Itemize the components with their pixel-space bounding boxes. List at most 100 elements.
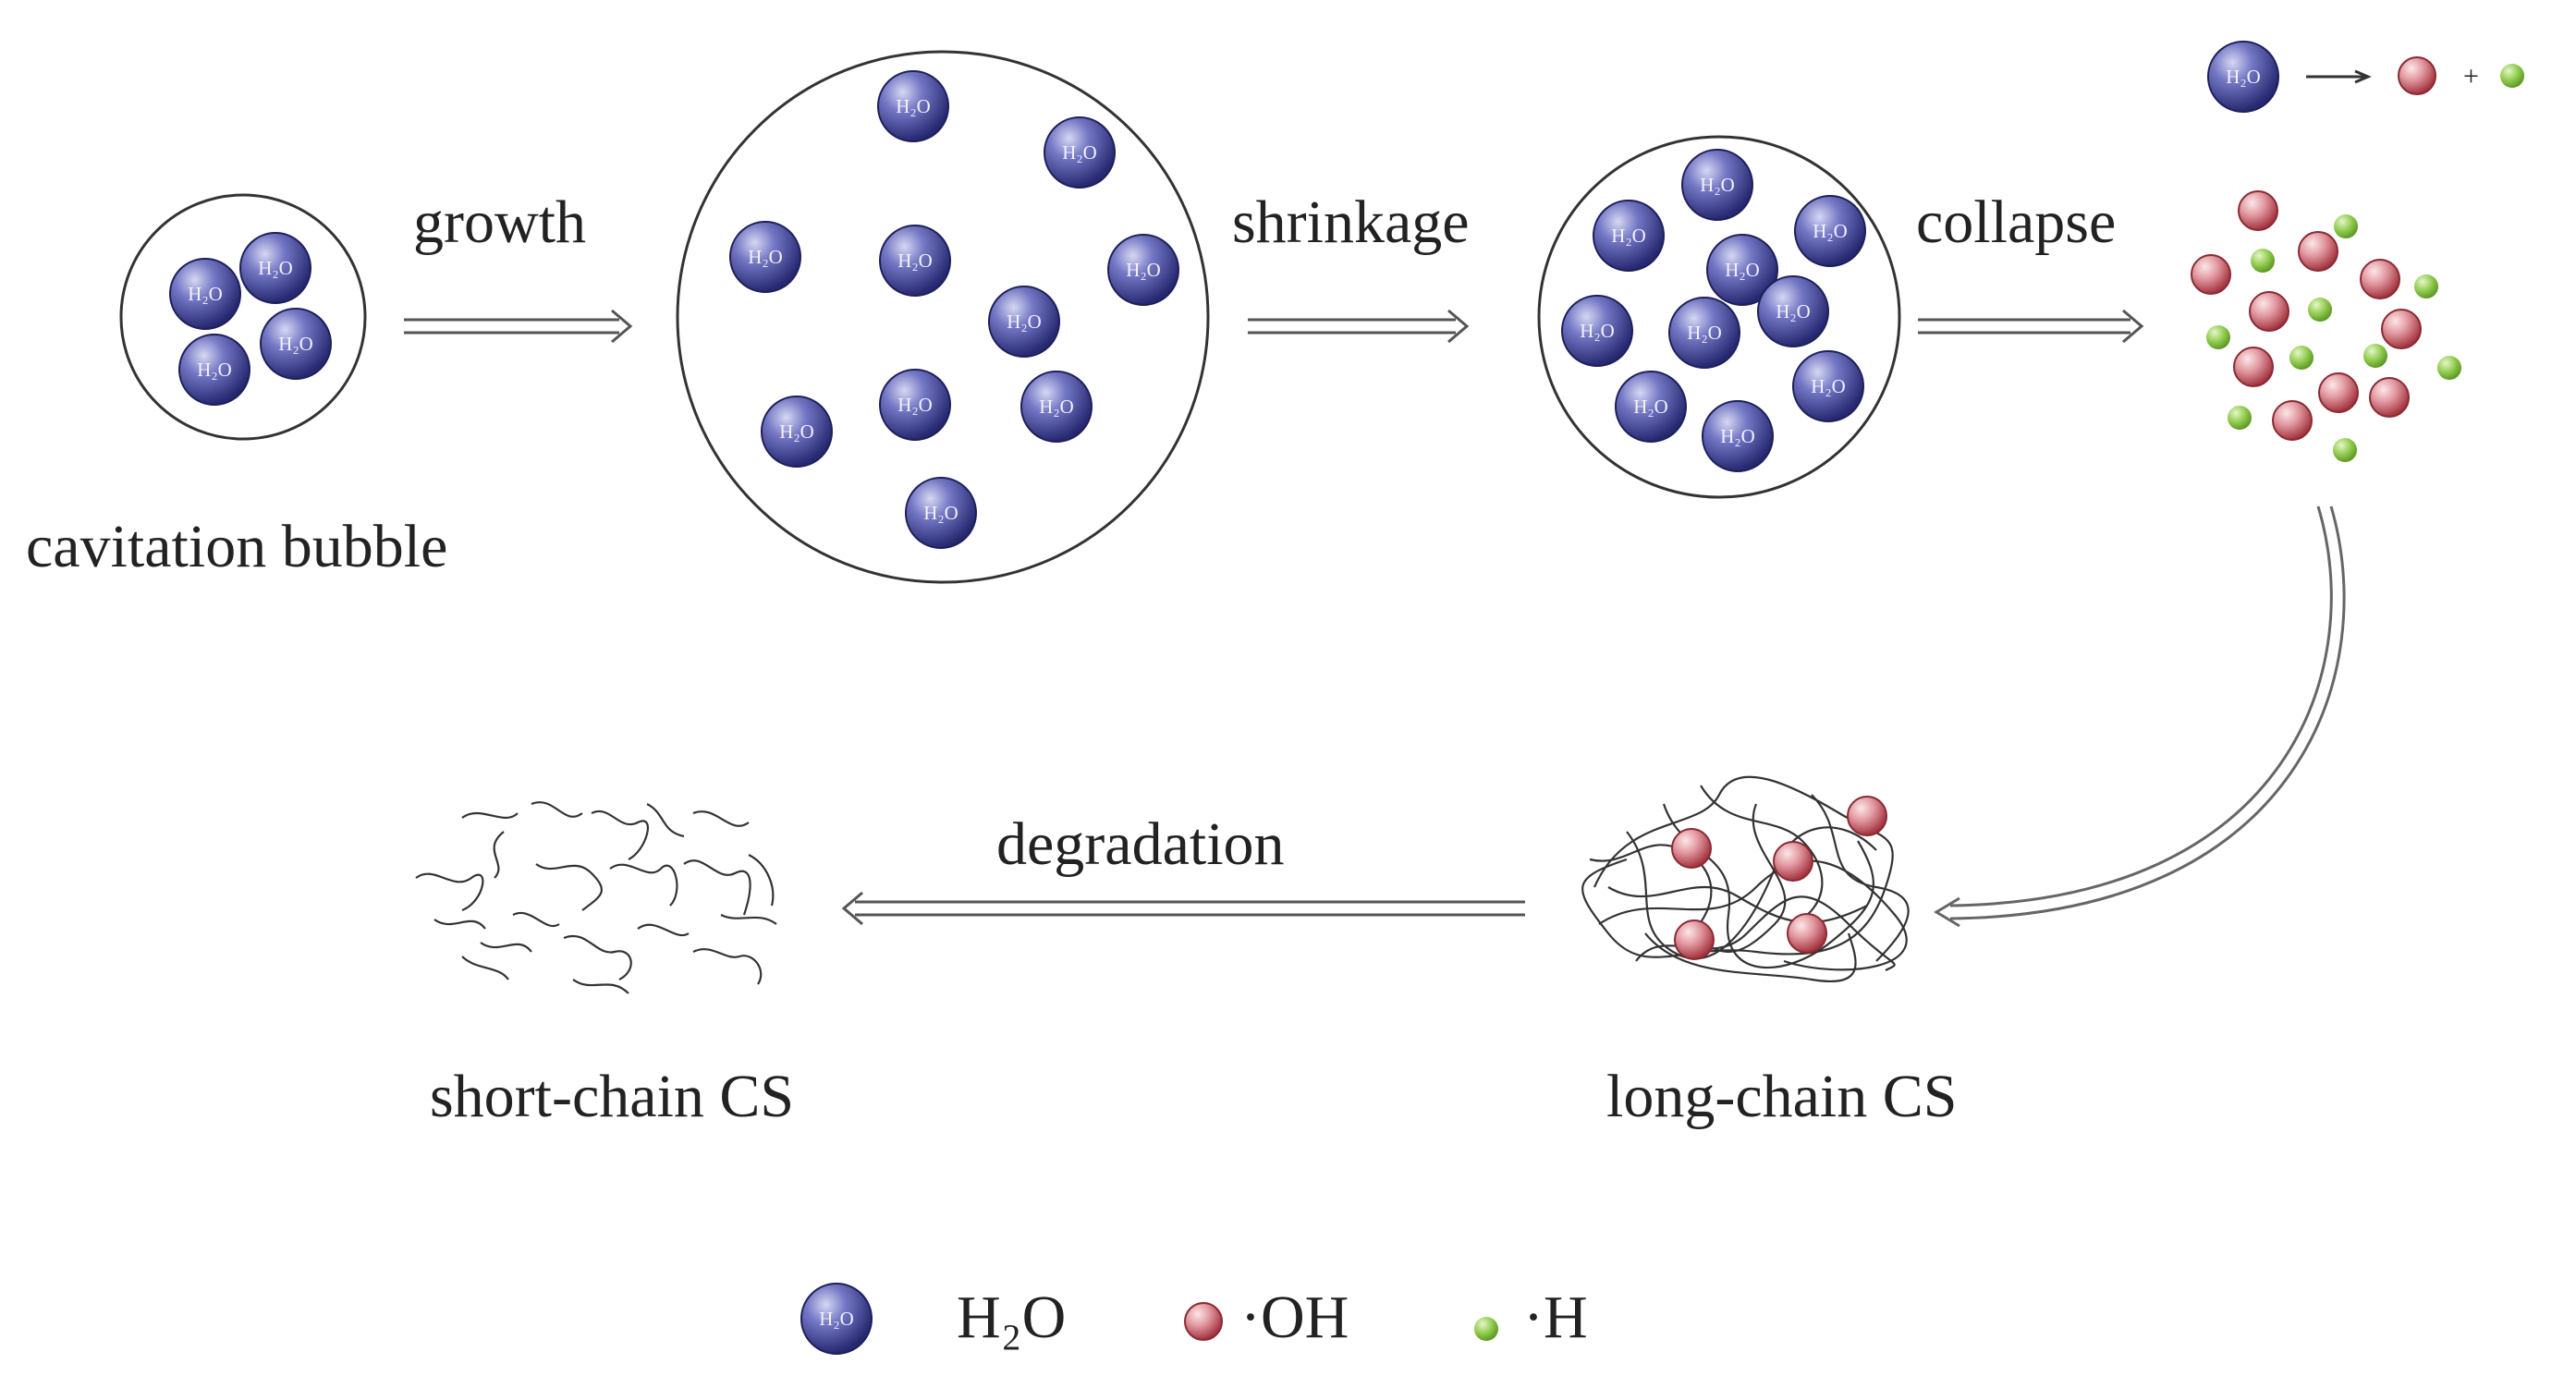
water-molecule: H₂O xyxy=(169,258,241,330)
legend-hydroxyl-icon xyxy=(1184,1302,1223,1341)
water-molecule-label: H₂O xyxy=(278,333,312,355)
reaction-water-icon: H₂O xyxy=(2207,41,2279,113)
bubble-initial xyxy=(119,193,367,441)
label-cavitation-bubble: cavitation bubble xyxy=(26,513,447,580)
water-molecule: H₂O xyxy=(1593,200,1665,272)
water-molecule-label: H₂O xyxy=(1039,396,1073,418)
legend-hydrogen-label: ·H xyxy=(1523,1284,1588,1351)
legend: H₂O H₂O ·OH ·H xyxy=(800,1283,1588,1355)
water-molecule-label: H₂O xyxy=(1126,259,1160,281)
water-molecule-label: H₂O xyxy=(258,257,292,279)
arrow-curved-down xyxy=(1934,505,2346,928)
water-molecule: H₂O xyxy=(988,286,1060,358)
hydroxyl-radical xyxy=(1847,796,1887,836)
water-molecule-label: H₂O xyxy=(1633,396,1667,418)
hydroxyl-radical xyxy=(2272,400,2313,441)
water-molecule-label: H₂O xyxy=(1007,310,1041,333)
water-molecule-label: H₂O xyxy=(779,420,813,443)
label-degradation: degradation xyxy=(996,810,1285,878)
legend-water-label: H₂O xyxy=(957,1284,1066,1351)
hydroxyl-radical xyxy=(2360,259,2400,299)
water-molecule: H₂O xyxy=(729,221,801,293)
bubble-shrunk xyxy=(1537,135,1901,499)
arrow-collapse xyxy=(1918,309,2144,344)
dissociation-reaction: H₂O + xyxy=(2207,41,2524,113)
water-molecule: H₂O xyxy=(1702,400,1774,472)
hydroxyl-radical xyxy=(2369,377,2410,418)
legend-hydrogen-icon xyxy=(1474,1317,1498,1341)
water-molecule: H₂O xyxy=(1668,297,1740,369)
water-molecule: H₂O xyxy=(1757,275,1829,347)
hydrogen-radical xyxy=(2228,406,2252,430)
water-molecule-label: H₂O xyxy=(1062,141,1096,164)
water-molecule-label: H₂O xyxy=(897,250,932,272)
water-molecule-label: H₂O xyxy=(1811,375,1845,397)
water-molecule-label: H₂O xyxy=(923,502,958,524)
water-molecule-label: H₂O xyxy=(897,394,932,416)
water-molecule: H₂O xyxy=(239,232,311,304)
legend-water-molecule: H₂O xyxy=(800,1283,873,1355)
water-molecule: H₂O xyxy=(260,308,332,380)
hydrogen-radical xyxy=(2363,344,2387,368)
hydroxyl-radical xyxy=(1773,841,1813,882)
hydrogen-radical xyxy=(2334,214,2358,238)
water-molecule-label: H₂O xyxy=(1611,225,1645,247)
label-shrinkage: shrinkage xyxy=(1232,189,1470,256)
water-molecule: H₂O xyxy=(1794,195,1866,267)
label-long-chain-cs: long-chain CS xyxy=(1606,1063,1957,1130)
water-molecule: H₂O xyxy=(1615,371,1687,443)
legend-water-icon: H₂O xyxy=(800,1283,873,1355)
short-chain-cs-graphic xyxy=(415,801,777,994)
hydrogen-radical xyxy=(2251,249,2275,273)
water-molecule-label: H₂O xyxy=(1720,425,1754,447)
hydrogen-radical xyxy=(2414,274,2438,298)
label-collapse: collapse xyxy=(1916,189,2116,256)
hydroxyl-radical xyxy=(2249,291,2289,332)
hydroxyl-radical xyxy=(2298,231,2338,272)
hydroxyl-radical xyxy=(1674,919,1715,960)
water-molecule-label: H₂O xyxy=(1580,320,1614,342)
water-molecule-label: H₂O xyxy=(819,1308,853,1330)
water-molecule-label: H₂O xyxy=(188,283,222,305)
hydroxyl-radical xyxy=(1671,828,1712,869)
water-molecule: H₂O xyxy=(1044,116,1116,189)
hydroxyl-radical xyxy=(2318,372,2359,413)
arrow-degradation xyxy=(841,891,1525,926)
water-molecule-label: H₂O xyxy=(1700,174,1734,196)
hydrogen-radical xyxy=(2206,325,2230,349)
water-molecules: H₂O H₂O H₂O H₂O H₂O H₂O H₂O H₂O H₂O H₂O H₂O H₂O H₂O H… xyxy=(169,70,1866,549)
hydroxyl-radical xyxy=(2233,347,2274,387)
reaction-hydrogen-icon xyxy=(2500,64,2524,88)
water-molecule: H₂O xyxy=(178,334,250,406)
water-molecule: H₂O xyxy=(877,70,949,142)
water-molecule: H₂O xyxy=(1107,234,1179,306)
water-molecule-label: H₂O xyxy=(1776,300,1810,323)
arrow-growth xyxy=(404,309,633,344)
hydroxyl-radical xyxy=(2238,190,2278,231)
water-molecule-label: H₂O xyxy=(197,359,231,381)
hydroxyl-radical xyxy=(2191,254,2231,295)
hydrogen-radical xyxy=(2308,298,2332,322)
label-short-chain-cs: short-chain CS xyxy=(430,1063,794,1130)
water-molecule-label: H₂O xyxy=(896,95,930,117)
water-molecule: H₂O xyxy=(905,477,977,549)
hydrogen-radical xyxy=(2333,438,2357,462)
water-molecule: H₂O xyxy=(879,225,951,297)
label-growth: growth xyxy=(413,189,586,256)
water-molecule-label: H₂O xyxy=(1687,322,1721,344)
water-molecule: H₂O xyxy=(1681,149,1753,221)
water-molecule-label: H₂O xyxy=(2226,66,2260,88)
reaction-plus: + xyxy=(2463,61,2479,91)
long-chain-radicals xyxy=(1671,796,1887,960)
hydrogen-radical xyxy=(2289,346,2314,370)
water-molecule: H₂O xyxy=(1020,371,1093,443)
collapse-radicals xyxy=(2191,190,2461,462)
reaction-hydroxyl-icon xyxy=(2398,56,2436,95)
bubble-grown xyxy=(676,50,1210,584)
water-molecule-label: H₂O xyxy=(748,246,782,268)
arrow-shrinkage xyxy=(1248,309,1470,344)
water-molecule: H₂O xyxy=(761,396,833,468)
reaction-water-molecule: H₂O xyxy=(2207,41,2279,113)
water-molecule-label: H₂O xyxy=(1725,259,1759,281)
